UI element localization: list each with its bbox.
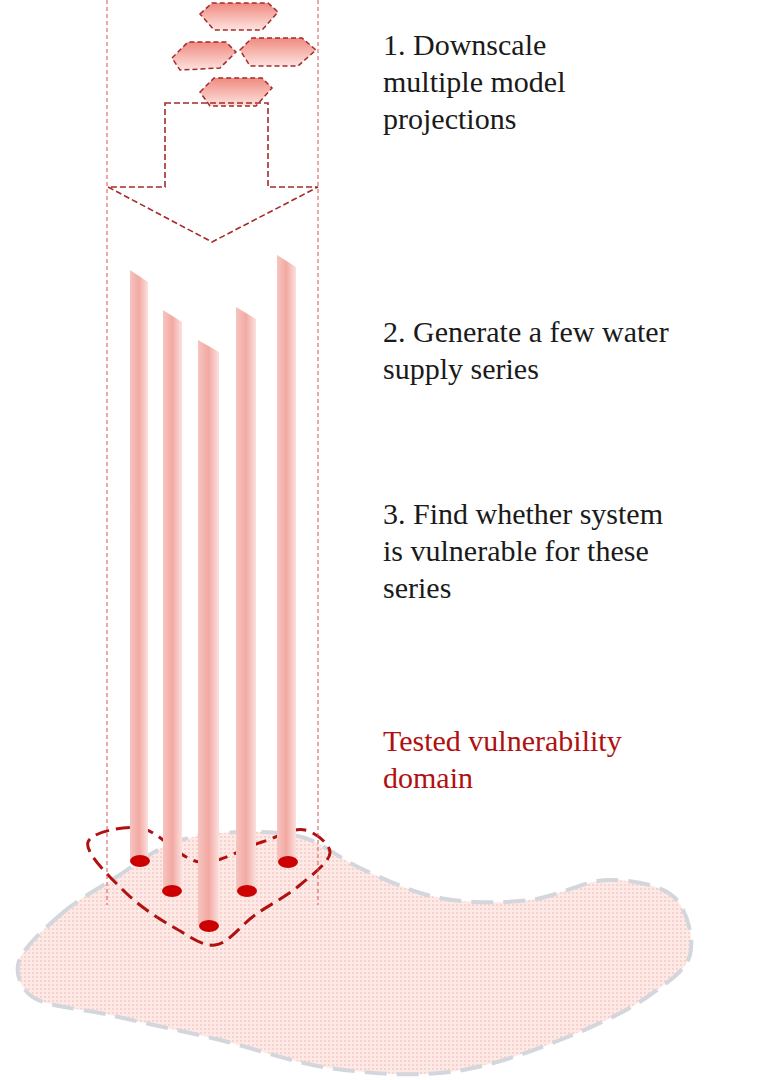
step-label: 3. Find whether system is vulnerable for… (383, 495, 683, 606)
big-arrow (108, 103, 318, 242)
dots-ellipse (278, 856, 298, 868)
guides-line (107, 0, 108, 905)
dots (130, 855, 298, 932)
bars-polygon (277, 255, 296, 862)
dots-ellipse (162, 885, 182, 897)
step-label: 2. Generate a few water supply series (383, 313, 683, 387)
clouds-polygon (200, 78, 272, 106)
guides-line (318, 0, 319, 905)
dots-ellipse (199, 920, 219, 932)
vulnerability-space (18, 832, 692, 1075)
bars-polygon (130, 270, 148, 862)
dots-ellipse (237, 885, 257, 897)
clouds-polygon (240, 38, 316, 66)
bars (130, 255, 296, 925)
blob-layer (18, 828, 692, 1075)
bars-polygon (198, 340, 219, 925)
bars-polygon (163, 310, 182, 892)
domain-label: Tested vulnerability domain (383, 722, 683, 796)
clouds-polygon (200, 3, 278, 30)
clouds (172, 3, 316, 106)
bars-polygon (236, 307, 256, 892)
step-label: 1. Downscale multiple model projections (383, 26, 633, 137)
dots-ellipse (130, 855, 150, 867)
clouds-polygon (172, 42, 236, 70)
